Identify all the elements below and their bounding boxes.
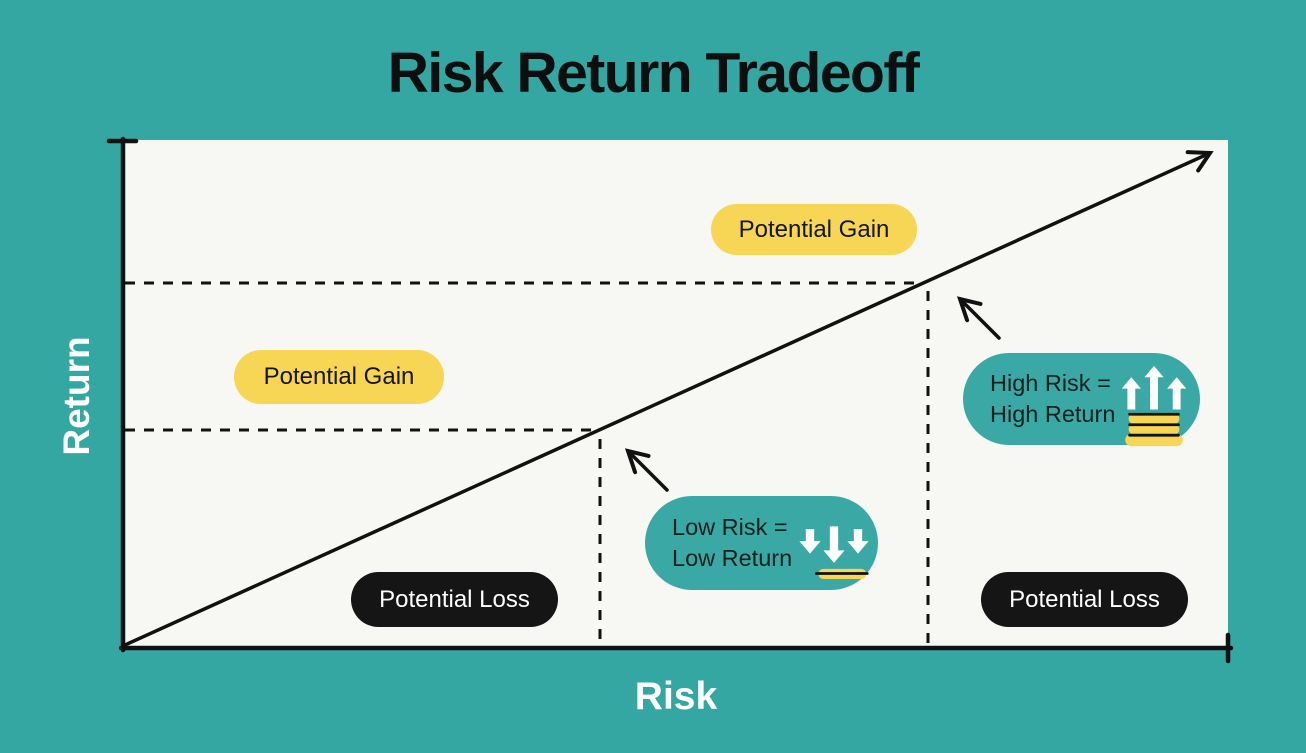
badge-label: Potential Loss (379, 585, 530, 613)
badge-label: Low Risk = Low Return (672, 514, 793, 571)
low-risk-low-return-badge: Low Risk = Low Return (645, 496, 878, 590)
badge-label: Potential Loss (1009, 585, 1160, 613)
page-title: Risk Return Tradeoff (387, 41, 920, 105)
potential-loss-badge-right: Potential Loss (981, 572, 1188, 627)
coin (1125, 433, 1183, 447)
high-risk-high-return-badge: High Risk = High Return (963, 353, 1200, 447)
potential-gain-badge-upper: Potential Gain (711, 204, 917, 255)
triple-up-arrows-coin-stack-icon (1121, 365, 1187, 447)
coin (1128, 412, 1180, 425)
y-axis-label: Return (56, 336, 97, 456)
badge-label: High Risk = High Return (990, 370, 1116, 427)
badge-label: Potential Gain (738, 215, 890, 243)
potential-loss-badge-left: Potential Loss (351, 572, 558, 627)
triple-down-arrows-icon (799, 526, 869, 579)
x-axis-label: Risk (634, 675, 718, 718)
coin (1128, 423, 1180, 435)
potential-gain-badge-lower: Potential Gain (234, 350, 444, 404)
badge-label: Potential Gain (263, 363, 415, 390)
